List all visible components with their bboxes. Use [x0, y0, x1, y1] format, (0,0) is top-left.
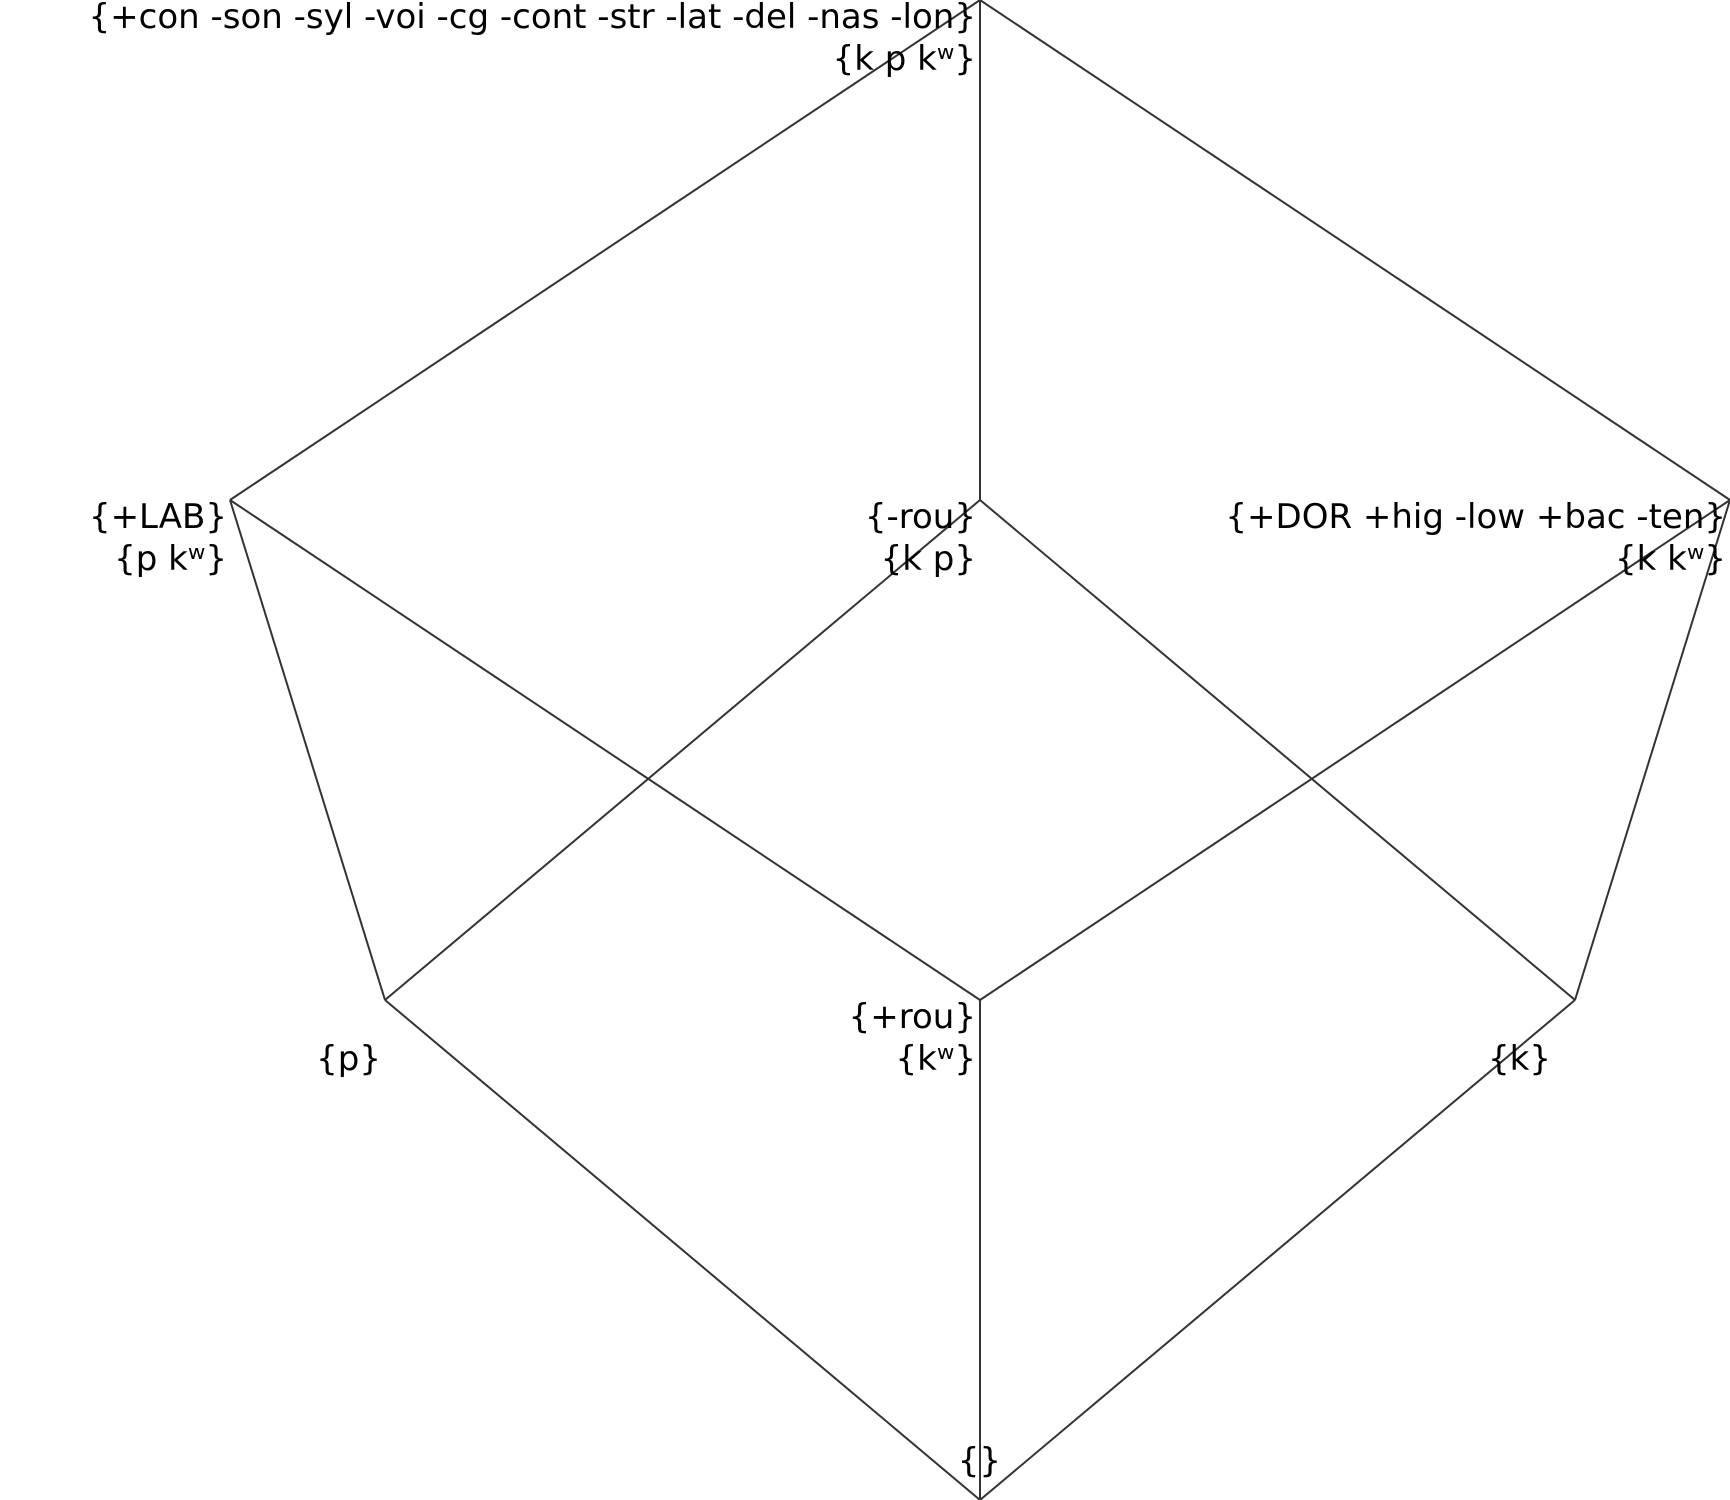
node-top-members: {k p kʷ}: [833, 39, 976, 79]
edge-k-to-bottom: [979, 999, 1576, 1500]
edge-top-to-lab: [229, 0, 981, 501]
edge-top-to-dor: [979, 0, 1730, 501]
node-lab-features: {+LAB}: [89, 497, 227, 537]
node-plus-rou-members: {kʷ}: [896, 1039, 976, 1079]
node-lab-members: {p kʷ}: [114, 539, 227, 579]
node-top-features: {+con -son -syl -voi -cg -cont -str -lat…: [89, 0, 977, 37]
node-bottom-members: {}: [958, 1441, 1001, 1481]
edge-minus-rou-to-p: [384, 499, 981, 1001]
edge-dor-to-k: [1574, 499, 1730, 1001]
lattice-labels: {+con -son -syl -voi -cg -cont -str -lat…: [89, 0, 1727, 1481]
node-minus-rou-members: {k p}: [881, 539, 976, 579]
node-dor-members: {k kʷ}: [1615, 539, 1726, 579]
edge-lab-to-p: [229, 499, 386, 1001]
node-p-members: {p}: [316, 1039, 381, 1079]
edge-p-to-bottom: [384, 999, 981, 1500]
node-dor-features: {+DOR +hig -low +bac -ten}: [1225, 497, 1726, 537]
node-minus-rou-features: {-rou}: [865, 497, 976, 537]
lattice-edges: [229, 0, 1730, 1500]
node-k-members: {k}: [1488, 1039, 1551, 1079]
edge-dor-to-plus-rou: [979, 499, 1730, 1001]
edge-lab-to-plus-rou: [229, 499, 981, 1001]
node-plus-rou-features: {+rou}: [849, 997, 976, 1037]
edge-minus-rou-to-k: [979, 499, 1576, 1001]
